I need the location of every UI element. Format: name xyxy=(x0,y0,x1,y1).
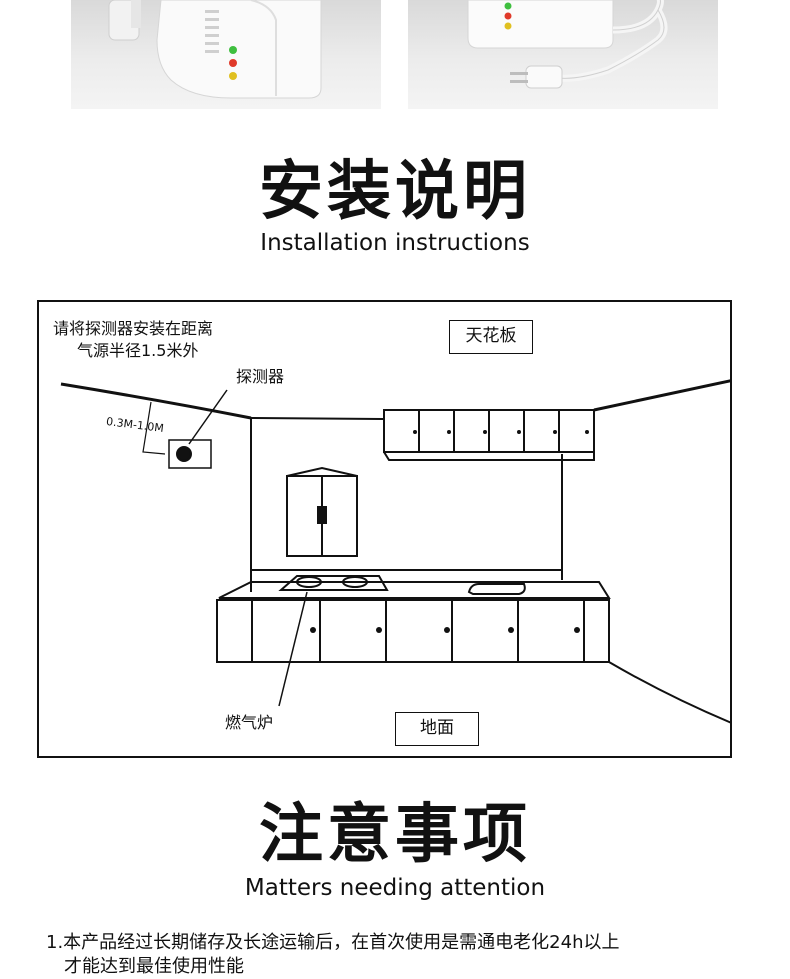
note-item-1-continued: 才能达到最佳使用性能 xyxy=(64,956,244,977)
product-photo-right xyxy=(408,0,718,109)
led-yellow-icon xyxy=(229,72,237,80)
installation-title-en: Installation instructions xyxy=(260,230,530,256)
installation-title-cn: 安装说明 xyxy=(259,155,531,229)
ceiling-label: 天花板 xyxy=(449,320,533,354)
install-distance-note: 请将探测器安装在距离 气源半径1.5米外 xyxy=(53,319,214,360)
note-item-1: 1.本产品经过长期储存及长途运输后，在首次使用是需通电老化24h以上 xyxy=(46,932,620,953)
product-photo-left xyxy=(71,0,381,109)
attention-title-cn: 注意事项 xyxy=(259,798,531,872)
floor-label: 地面 xyxy=(395,712,479,746)
led-red-icon xyxy=(229,59,237,67)
led-green-icon xyxy=(504,2,512,10)
led-red-icon xyxy=(504,12,512,20)
detector-label: 探测器 xyxy=(236,367,285,386)
attention-title-en: Matters needing attention xyxy=(244,875,546,901)
led-yellow-icon xyxy=(504,22,512,30)
led-green-icon xyxy=(229,46,237,54)
stove-label: 燃气炉 xyxy=(225,713,274,732)
installation-diagram: 请将探测器安装在距离 气源半径1.5米外 天花板 探测器 0.3M-1.0M 燃… xyxy=(37,300,732,758)
